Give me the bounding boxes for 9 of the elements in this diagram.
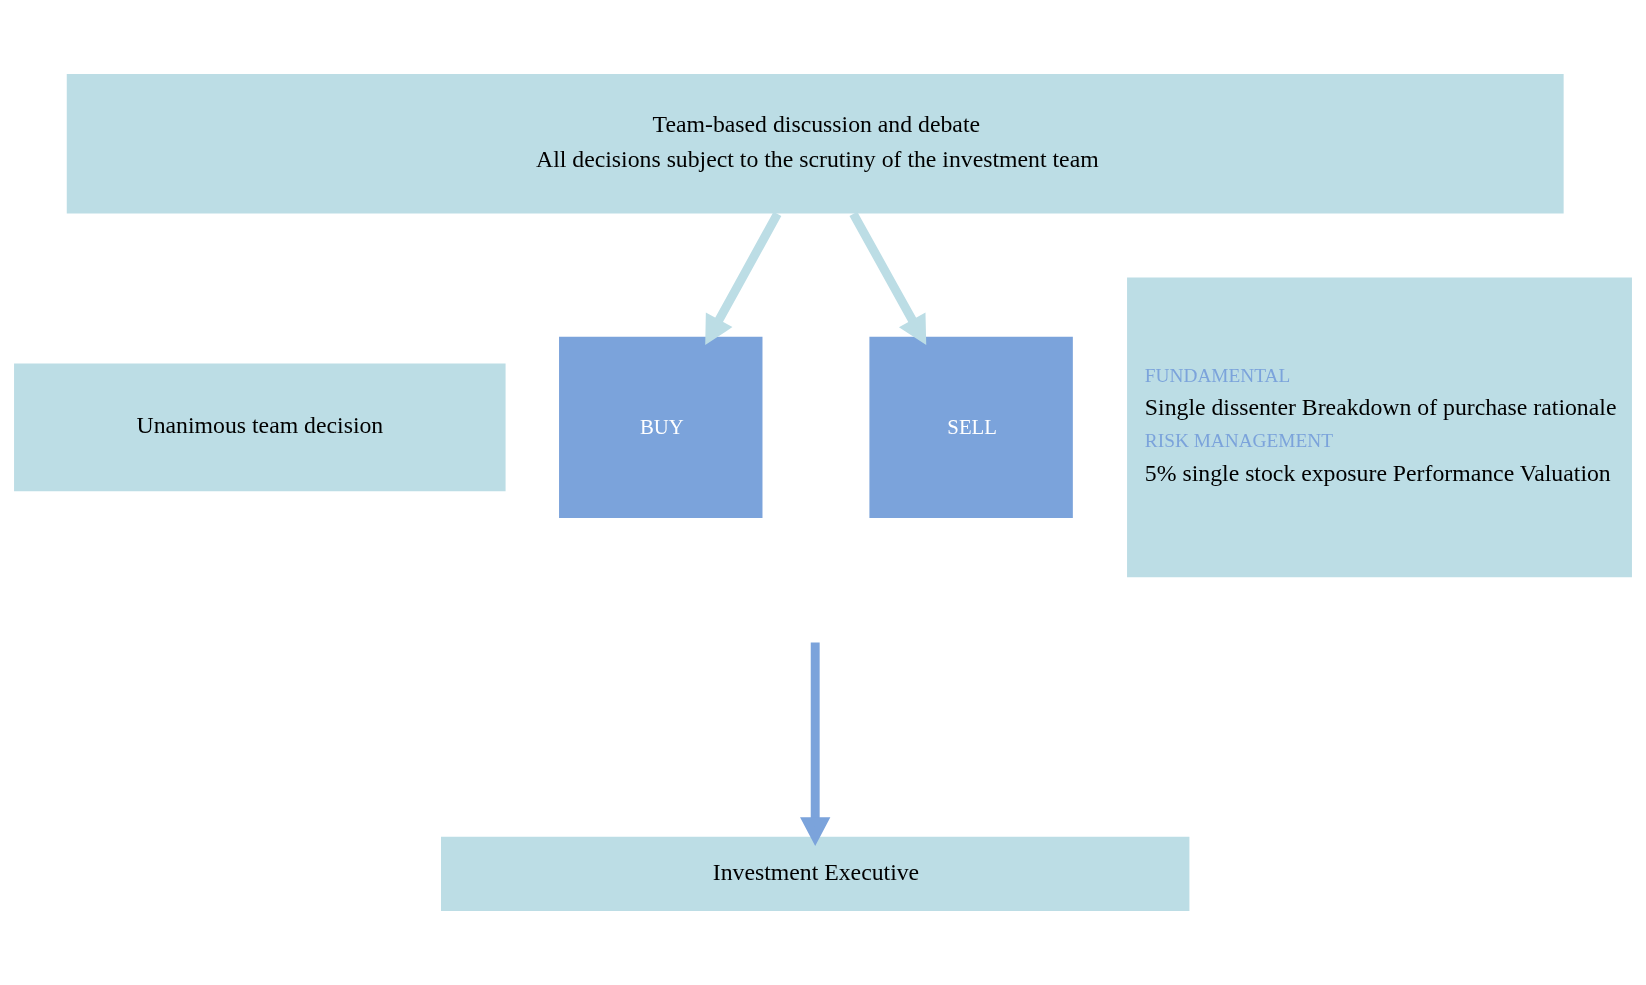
- node-box: SELL: [869, 336, 1073, 518]
- node-box: BUY: [559, 336, 763, 518]
- arrow: [800, 642, 831, 847]
- node-box: Team-based discussion and debate All decisions subject to the scrutiny of the investment team: [66, 73, 1564, 214]
- node-box: Investment Executive: [441, 836, 1190, 912]
- arrow: [705, 211, 782, 346]
- arrow: [849, 211, 927, 346]
- node-box: FUNDAMENTAL Single dissenter Breakdown of purchase rationale RISK MANAGEMENT 5% single stock exposure Performance Valuation: [1127, 277, 1632, 578]
- node-box: Unanimous team decision: [14, 363, 506, 492]
